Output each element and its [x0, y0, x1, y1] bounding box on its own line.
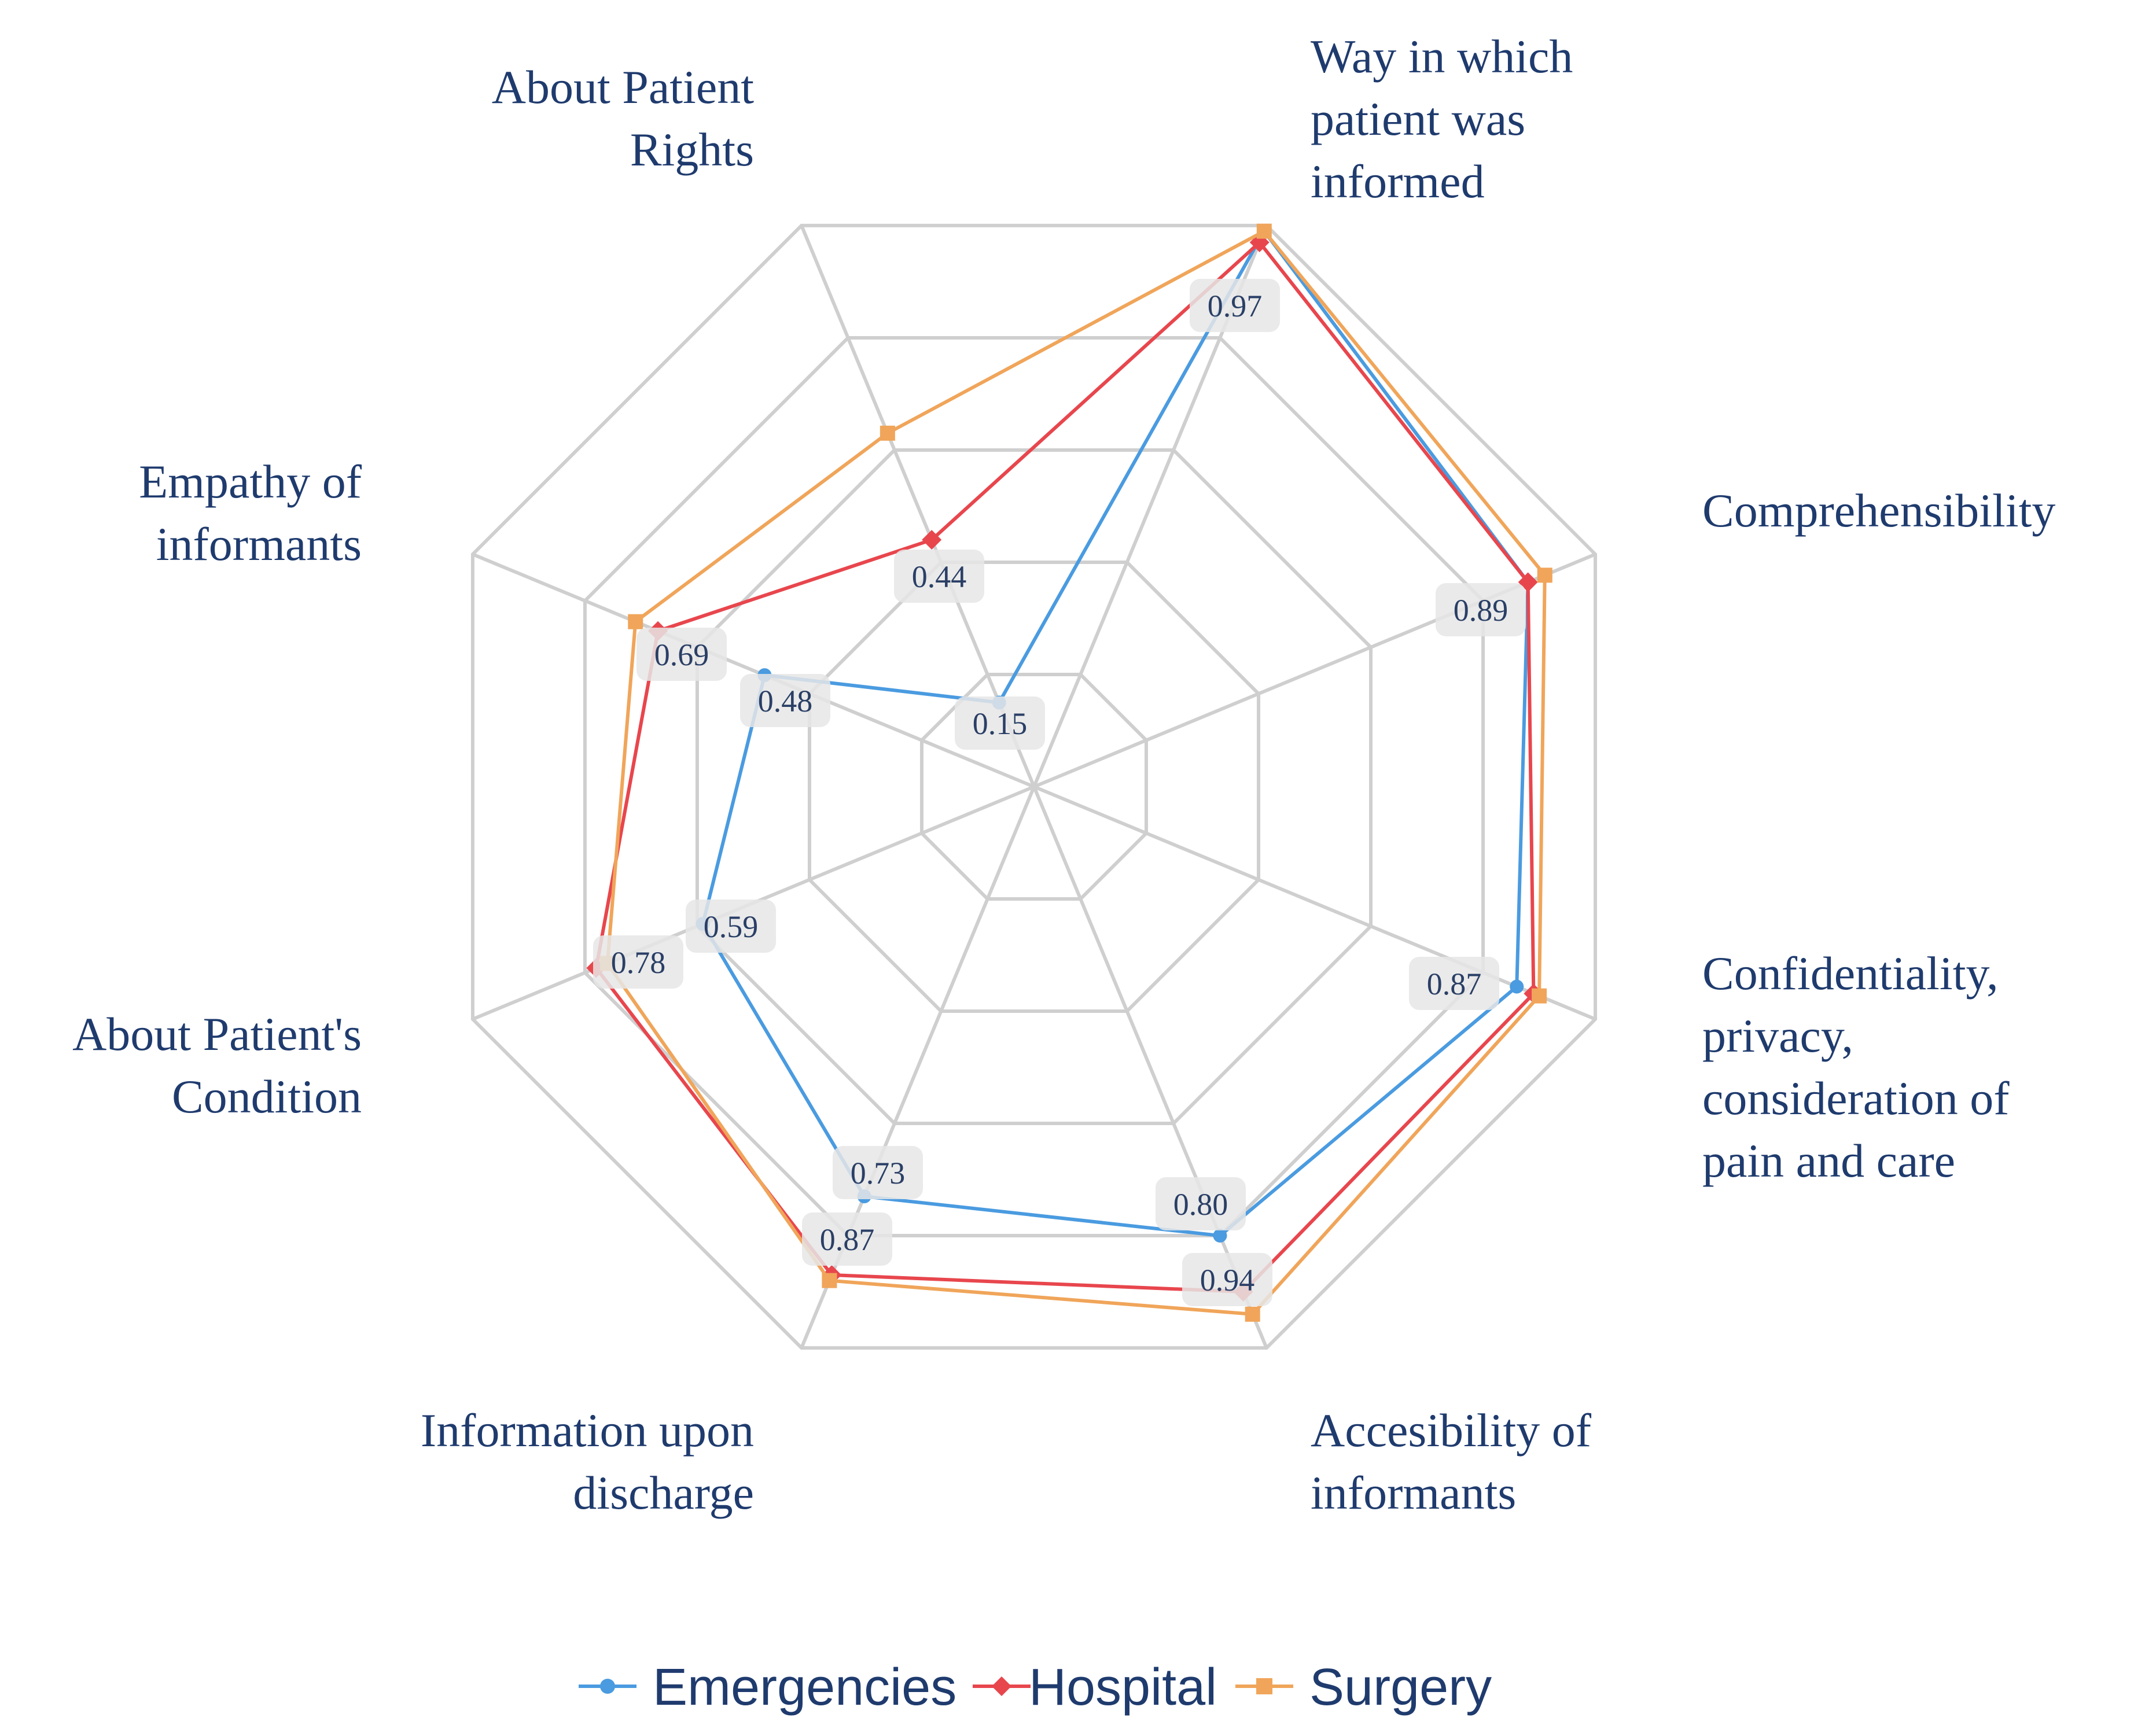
legend-hospital-label: Hospital [1029, 1658, 1217, 1716]
data-label-bg-8 [593, 935, 683, 989]
point-emergencies-2 [1510, 979, 1524, 994]
data-label-bg-10 [636, 628, 727, 681]
point-surgery-3 [1245, 1306, 1260, 1322]
data-label-0: 0.97 [1208, 289, 1263, 323]
data-label-bg-11 [955, 696, 1045, 750]
data-label-10: 0.69 [654, 637, 709, 672]
legend-emergencies-marker [600, 1679, 615, 1694]
spoke-2 [1033, 785, 1596, 1021]
axis-label-6-line-1: informants [156, 518, 362, 570]
spoke-6 [472, 552, 1035, 788]
data-label-bg-3 [1156, 1177, 1246, 1230]
axis-label-2: Confidentiality, privacy, consideration of… [1702, 947, 2010, 1187]
axis-label-1: Comprehensibility [1702, 484, 2055, 537]
point-surgery-6 [628, 614, 643, 629]
data-label-6: 0.87 [820, 1222, 875, 1257]
data-label-bg-6 [802, 1212, 892, 1266]
point-surgery-1 [1537, 567, 1552, 583]
legend-surgery-label: Surgery [1309, 1658, 1492, 1716]
legend-emergencies-label: Emergencies [653, 1658, 956, 1716]
data-label-9: 0.48 [758, 684, 813, 718]
data-label-12: 0.44 [912, 559, 967, 594]
point-emergencies-3 [1213, 1229, 1227, 1243]
point-hospital-7 [922, 530, 942, 550]
data-label-bg-7 [686, 900, 776, 953]
axis-label-6-line-0: Empathy of [139, 455, 362, 508]
point-surgery-7 [880, 425, 895, 441]
data-label-bg-0 [1190, 279, 1280, 332]
axis-label-0: Way in which patient was informed [1311, 30, 1573, 208]
axis-label-4: Information upon discharge [421, 1404, 754, 1519]
axis-label-3: Accesibility of informants [1311, 1404, 1592, 1519]
data-label-bg-5 [833, 1146, 923, 1199]
axis-label-3-line-0: Accesibility of [1311, 1404, 1592, 1457]
data-label-2: 0.87 [1427, 967, 1482, 1001]
data-label-4: 0.94 [1200, 1263, 1255, 1298]
axis-label-2-line-1: privacy, [1702, 1009, 1853, 1062]
axis-label-2-line-2: consideration of [1702, 1072, 2010, 1125]
data-label-1: 0.89 [1454, 593, 1508, 628]
axis-label-7-line-0: About Patient [492, 61, 754, 113]
data-label-bg-4 [1182, 1253, 1272, 1306]
data-label-3: 0.80 [1173, 1187, 1228, 1222]
axis-label-6: Empathy of informants [139, 455, 362, 570]
point-surgery-4 [822, 1273, 837, 1288]
data-label-11: 0.15 [973, 706, 1028, 741]
point-surgery-2 [1532, 988, 1547, 1004]
data-label-bg-2 [1409, 957, 1499, 1010]
axis-label-4-line-0: Information upon [421, 1404, 754, 1457]
axis-label-1-line-0: Comprehensibility [1702, 484, 2055, 537]
axis-label-0-line-0: Way in which [1311, 30, 1573, 83]
series-line-emergencies [701, 230, 1530, 1238]
data-label-bg-9 [740, 674, 830, 727]
data-label-7: 0.59 [704, 909, 759, 944]
axis-label-4-line-1: discharge [573, 1466, 754, 1519]
axis-label-0-line-2: informed [1311, 155, 1485, 208]
legend-surgery-marker [1256, 1678, 1272, 1694]
point-surgery-0 [1256, 223, 1272, 239]
data-label-8: 0.78 [611, 945, 666, 980]
axis-label-0-line-1: patient was [1311, 93, 1525, 145]
data-label-bg-1 [1436, 583, 1526, 636]
legend-hospital-marker [992, 1676, 1011, 1696]
axis-label-5-line-1: Condition [172, 1070, 362, 1123]
axis-label-2-line-0: Confidentiality, [1702, 947, 1999, 1000]
series-line-surgery [605, 229, 1547, 1316]
axis-label-7-line-1: Rights [630, 123, 754, 176]
axis-label-2-line-3: pain and care [1702, 1134, 1955, 1187]
data-label-bg-12 [894, 550, 984, 603]
axis-label-3-line-1: informants [1311, 1466, 1516, 1519]
data-label-5: 0.73 [851, 1156, 906, 1190]
spoke-7 [800, 224, 1036, 788]
axis-label-5-line-0: About Patient's [72, 1008, 362, 1060]
